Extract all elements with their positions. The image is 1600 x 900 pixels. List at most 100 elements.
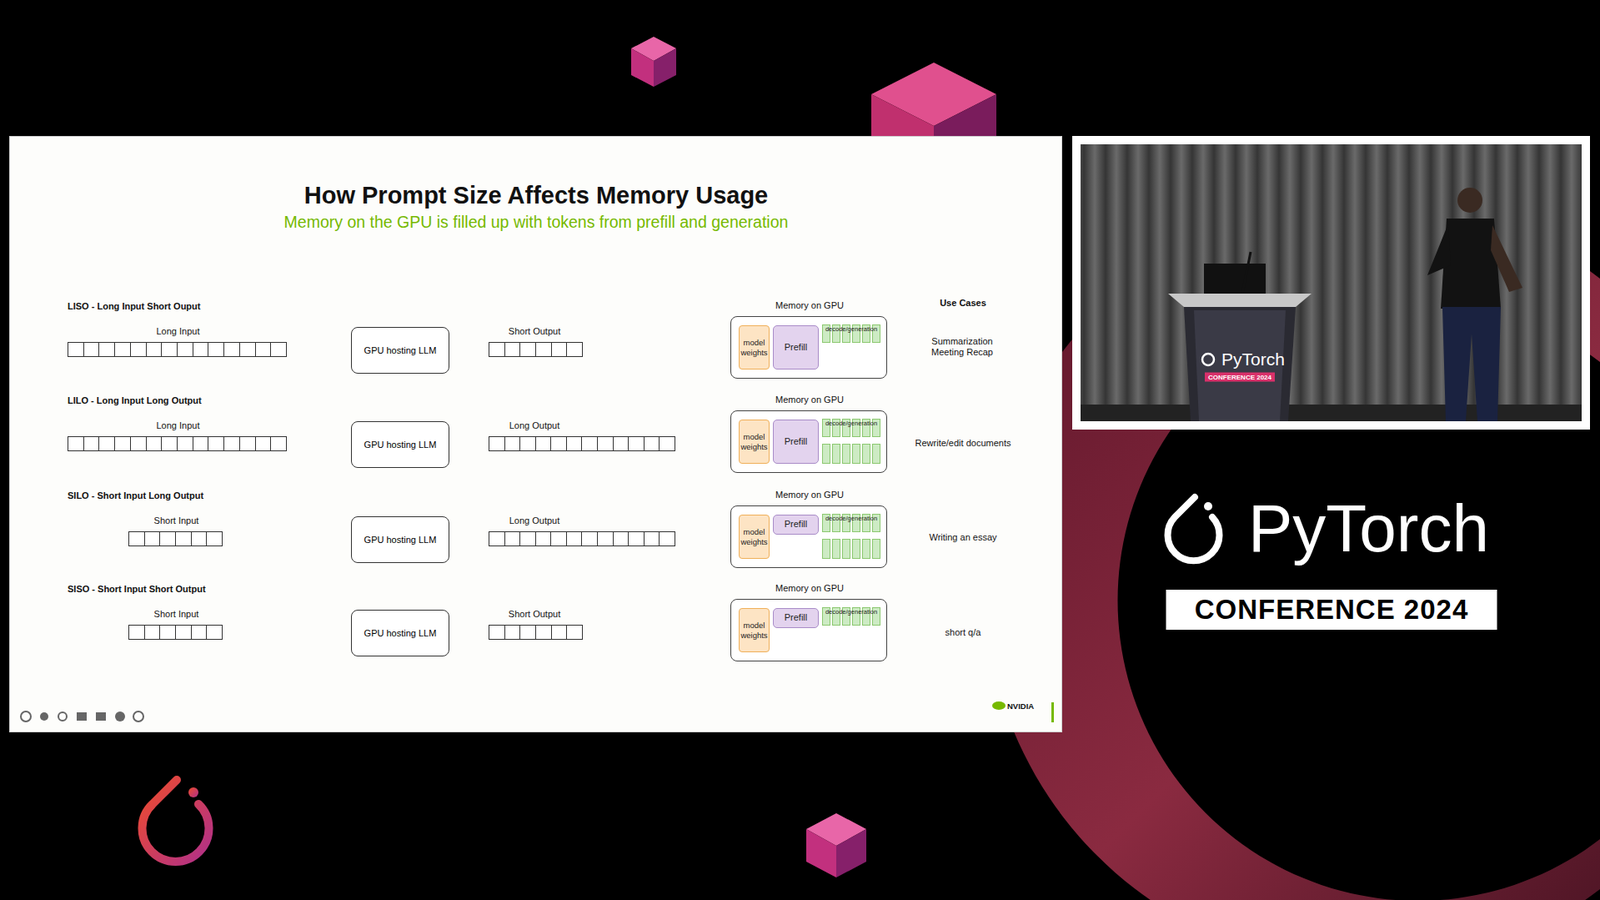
token-cell [581, 436, 597, 451]
box-text: model weights [739, 620, 769, 641]
token-cell [144, 531, 161, 546]
token-cell [205, 531, 222, 546]
slide-title: How Prompt Size Affects Memory Usage [304, 181, 769, 210]
speaker-arm [1427, 223, 1451, 276]
video-border [1072, 135, 1590, 430]
token-strip: Long Output [488, 436, 676, 452]
token-cell [239, 342, 256, 357]
token-cell [223, 342, 240, 357]
token-cell [207, 342, 224, 357]
toolbar-icon [95, 712, 106, 721]
box-text: decode/generation [825, 325, 878, 333]
cube-small [631, 36, 677, 87]
podium-text: PyTorch [1221, 349, 1285, 370]
row-heading: SILO - Short Input Long Output [67, 490, 204, 501]
prefill-box: Prefill [772, 607, 819, 628]
memory-container: Memory on GPUmodel weightsPrefilldecode/… [730, 410, 888, 473]
toolbar-icon [20, 711, 31, 722]
token-cell [643, 436, 660, 451]
decode-cell [822, 443, 831, 464]
token-cell [176, 436, 193, 451]
token-cell [658, 531, 675, 546]
token-cell [190, 531, 207, 546]
heading-text: Memory on GPU [775, 489, 844, 500]
box-text: model weights [739, 431, 769, 452]
heading-text: Short Input [154, 515, 200, 526]
token-cell [270, 342, 286, 357]
token-cell [658, 436, 675, 451]
decode-cell [842, 443, 851, 464]
logo-ring [1168, 496, 1220, 561]
token-cell [68, 342, 84, 357]
token-cell [566, 531, 582, 546]
cube-face [836, 828, 867, 878]
logo-text: NVIDIA [1007, 701, 1034, 711]
token-cell [160, 436, 177, 451]
cube-bottom [806, 812, 867, 878]
token-cell [550, 531, 567, 546]
token-cell [129, 625, 145, 639]
token-cell [581, 531, 597, 546]
token-cell [519, 436, 536, 451]
podium-top [1168, 293, 1312, 307]
token-cell [130, 342, 146, 357]
box-text: Prefill [784, 341, 808, 354]
token-cell [566, 436, 582, 451]
token-cell [145, 342, 162, 357]
conference-logo: PyTorch [1248, 495, 1490, 562]
token-cell [130, 436, 146, 451]
token-cell [489, 531, 505, 546]
token-cell [504, 436, 521, 451]
curtain [1080, 144, 1582, 422]
heading-text: Memory on GPU [775, 300, 844, 311]
token-cell [223, 436, 240, 451]
token-cell [83, 342, 100, 357]
cube-face [653, 48, 677, 87]
subtitle: Memory on the GPU is filled up with toke… [284, 212, 789, 232]
token-cell [504, 342, 521, 357]
token-cell [98, 436, 115, 451]
token-cell [535, 436, 552, 451]
decode-box: decode/generation [822, 606, 882, 626]
heading-text: Long Output [509, 515, 561, 526]
gpu-box: GPU hosting LLM [351, 326, 450, 374]
weights-box: model weights [738, 325, 770, 370]
token-cell [596, 531, 613, 546]
box-text: decode/generation [825, 607, 878, 616]
decode-cell [862, 443, 871, 464]
toolbar [20, 711, 144, 722]
weights-box: model weights [738, 607, 770, 653]
token-strip: Long Input [67, 436, 287, 452]
logo-ring [142, 779, 210, 862]
mic-stand [1242, 251, 1251, 294]
token-cell [255, 342, 271, 357]
use-case: Rewrite/edit documents [915, 437, 1012, 448]
token-cell [239, 436, 256, 451]
token-cell [159, 625, 176, 639]
logo-dot [1203, 501, 1213, 511]
memory-container: Memory on GPUmodel weightsPrefilldecode/… [730, 315, 888, 379]
token-cell [489, 342, 505, 357]
token-cell [627, 436, 644, 451]
speaker-arm [1490, 225, 1523, 292]
toolbar-icon [58, 712, 67, 721]
box-text: Prefill [784, 518, 808, 531]
token-cell [519, 531, 536, 546]
speaker-head [1457, 187, 1483, 213]
weights-box: model weights [738, 419, 770, 464]
token-cell [190, 625, 207, 639]
token-cell [612, 436, 629, 451]
gpu-box: GPU hosting LLM [351, 516, 450, 563]
laptop [1203, 263, 1266, 294]
token-cell [489, 625, 505, 639]
token-cell [159, 531, 176, 546]
heading-text: Long Output [509, 420, 561, 431]
token-cell [255, 436, 271, 451]
decode-box: decode/generation [822, 324, 882, 343]
heading-text: Long Input [156, 420, 201, 431]
token-cell [627, 531, 644, 546]
token-cell [175, 531, 191, 546]
token-cell [192, 342, 209, 357]
gpu-box: GPU hosting LLM [351, 421, 450, 468]
